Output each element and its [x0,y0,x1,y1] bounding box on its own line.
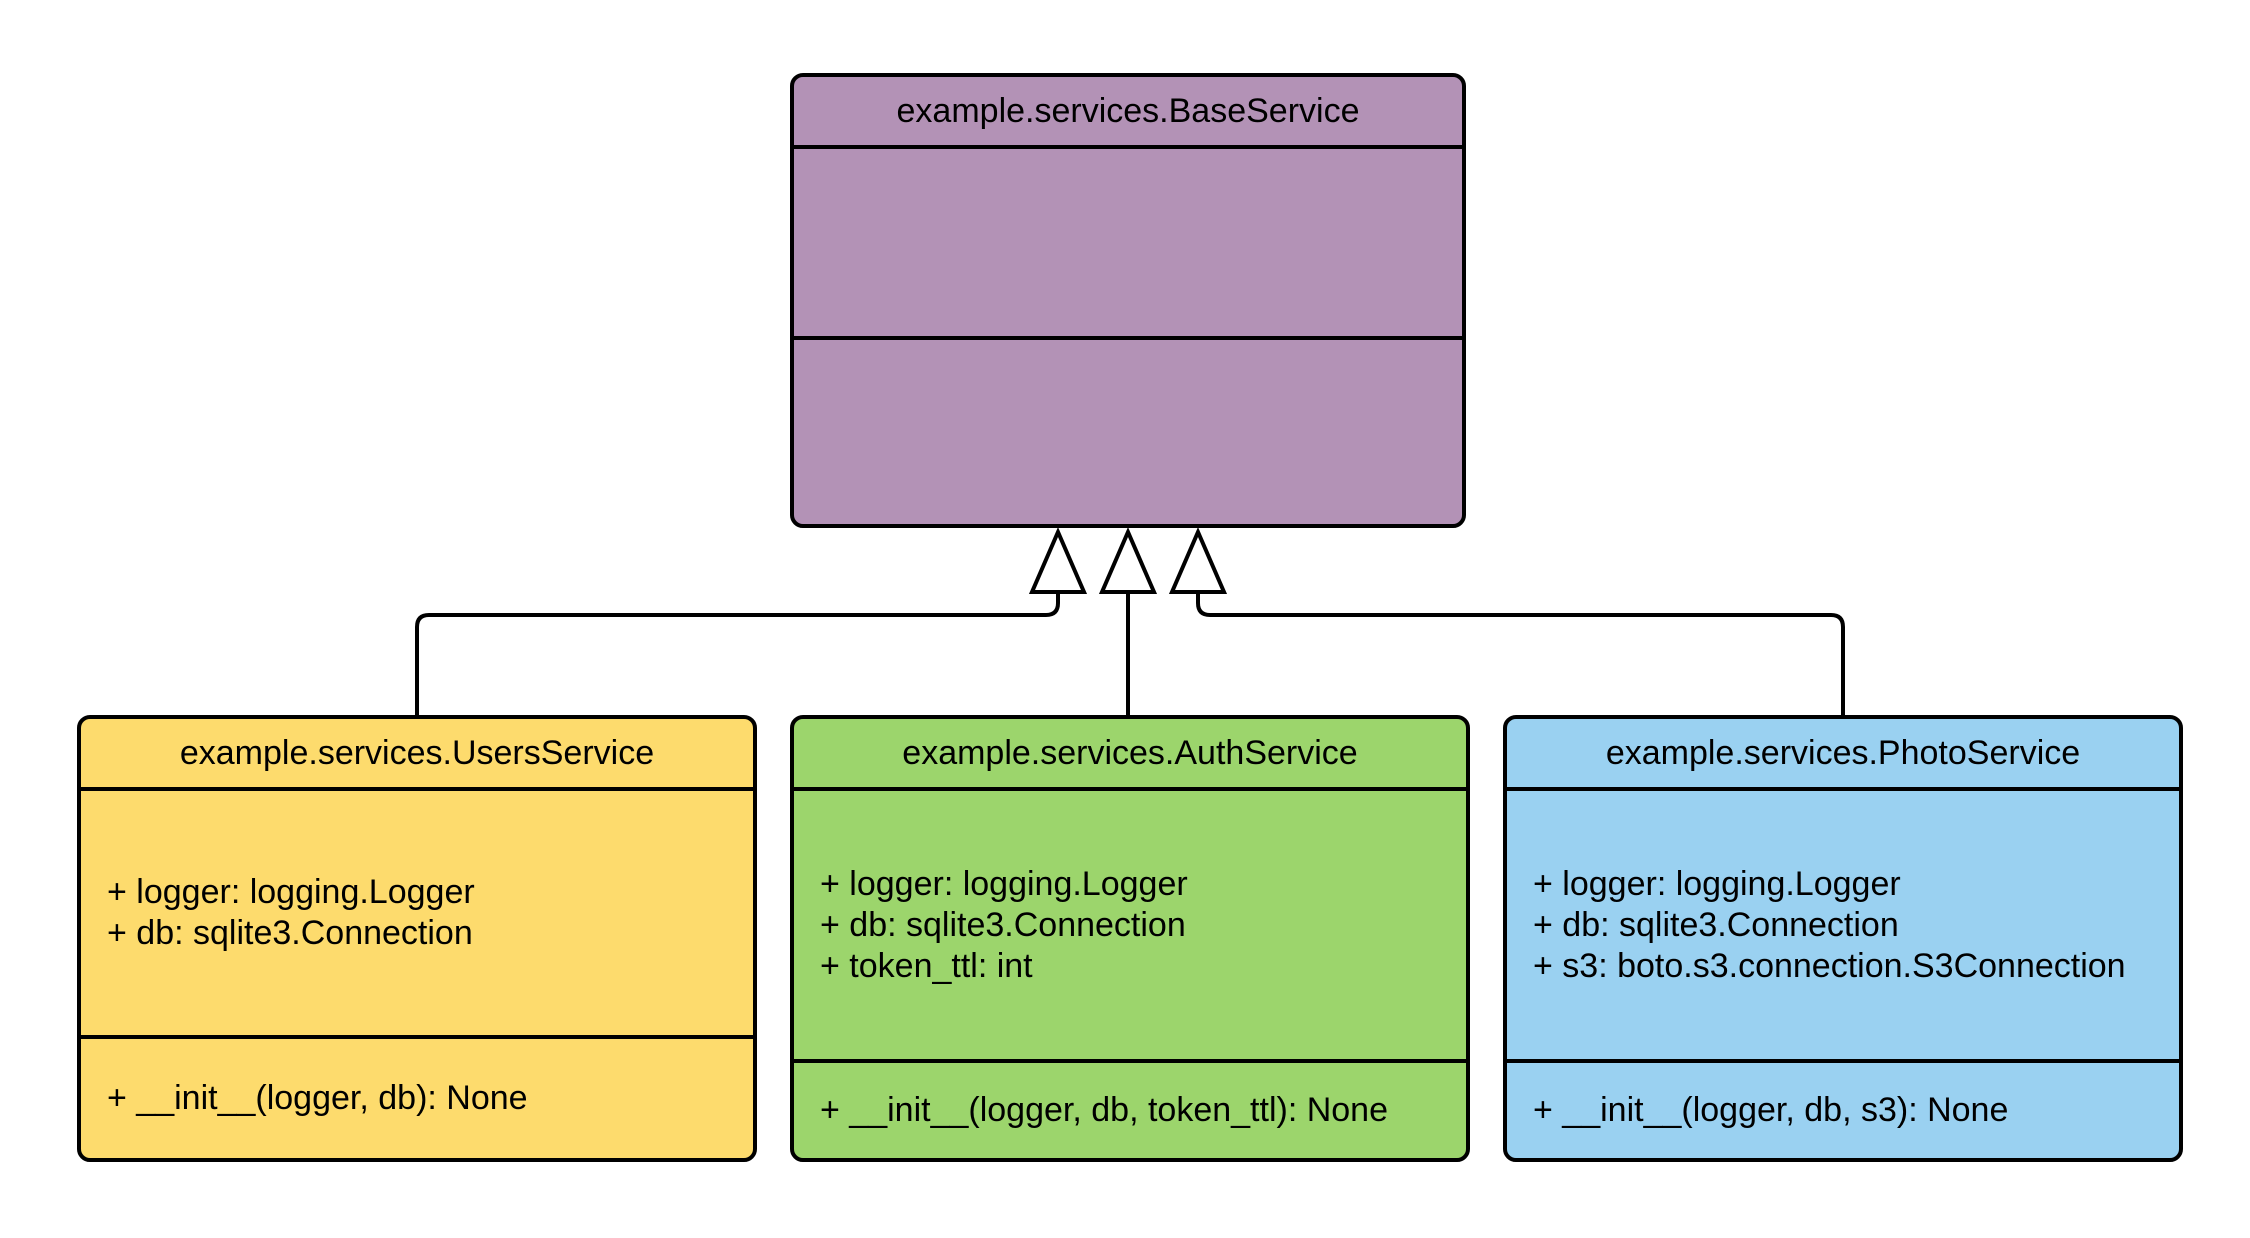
class-box-base-service: example.services.BaseService [790,73,1466,528]
inheritance-connector-users [415,592,1060,717]
class-title-text: example.services.AuthService [902,733,1358,772]
class-attributes-section: + logger: logging.Logger + db: sqlite3.C… [794,791,1466,1063]
class-title: example.services.UsersService [81,719,753,791]
inheritance-arrow-icon [1168,526,1228,594]
attribute-item: + db: sqlite3.Connection [820,905,1186,944]
class-title: example.services.AuthService [794,719,1466,791]
attribute-item: + token_ttl: int [820,946,1033,985]
class-attributes-section: + logger: logging.Logger + db: sqlite3.C… [1507,791,2179,1063]
class-attributes-section [794,149,1462,340]
class-title: example.services.PhotoService [1507,719,2179,791]
method-item: + __init__(logger, db, s3): None [1533,1091,2009,1129]
class-title-text: example.services.UsersService [179,733,655,772]
class-title-text: example.services.PhotoService [1605,733,2081,772]
method-item: + __init__(logger, db, token_ttl): None [820,1091,1388,1129]
class-methods-section: + __init__(logger, db, s3): None [1507,1063,2179,1158]
inheritance-connector-photo [1196,592,1845,717]
method-item: + __init__(logger, db): None [107,1079,528,1117]
class-title: example.services.BaseService [794,77,1462,149]
class-attributes-section: + logger: logging.Logger + db: sqlite3.C… [81,791,753,1039]
attribute-item: + logger: logging.Logger [820,864,1188,903]
class-box-auth-service: example.services.AuthService + logger: l… [790,715,1470,1162]
attribute-item: + db: sqlite3.Connection [1533,905,1899,944]
class-methods-section: + __init__(logger, db): None [81,1039,753,1158]
class-box-users-service: example.services.UsersService + logger: … [77,715,757,1162]
inheritance-arrow-icon [1028,526,1088,594]
class-box-photo-service: example.services.PhotoService + logger: … [1503,715,2183,1162]
class-methods-section [794,340,1462,524]
class-methods-section: + __init__(logger, db, token_ttl): None [794,1063,1466,1158]
class-title-text: example.services.BaseService [896,91,1360,130]
attribute-item: + s3: boto.s3.connection.S3Connection [1533,946,2126,985]
inheritance-arrow-icon [1098,526,1158,594]
attribute-item: + db: sqlite3.Connection [107,914,473,952]
attribute-item: + logger: logging.Logger [1533,864,1901,903]
attribute-item: + logger: logging.Logger [107,873,475,911]
